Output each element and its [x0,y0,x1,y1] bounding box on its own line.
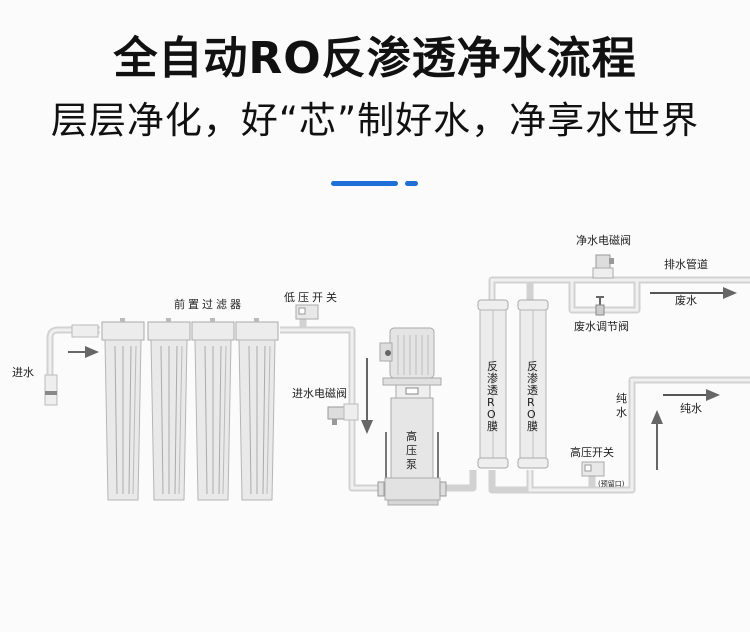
label-waste-water-regulating-valve: 废水调节阀 [574,319,629,333]
label-pure-water: 纯水 [680,402,702,415]
pure-water-solenoid-valve [592,254,614,279]
prefilter-housing [101,318,145,501]
label-high-pressure-switch: 高压开关 [570,445,614,459]
label-waste-water: 废水 [675,293,697,307]
pure-water-pipe [526,376,750,494]
label-inlet: 进水 [12,366,34,379]
label-char: 压 [406,444,417,457]
label-char: 透 [487,384,498,397]
label-char: R [487,396,495,409]
decorative-divider-long [331,181,398,186]
inlet-solenoid-valve [327,403,359,425]
page-subtitle: 层层净化，好“芯”制好水，净享水世界 [50,99,700,142]
prefilter-housings [101,318,279,501]
label-reserved-port: (预留口) [598,479,625,488]
label-inlet-solenoid-valve: 进水电磁阀 [292,386,347,400]
label-char: 反 [527,360,538,373]
prefilter-housing [147,318,191,501]
label-high-pressure-pump: 高压泵 [406,429,417,471]
label-char: 水 [616,406,627,419]
high-pressure-pump [377,327,447,506]
label-prefilter: 前置过滤器 [174,297,244,311]
low-pressure-switch [295,304,319,320]
inlet-fitting [44,324,99,406]
high-pressure-switch [581,461,605,477]
membrane-1-bottom-pipe [488,470,530,494]
page-title: 全自动RO反渗透净水流程 [113,33,637,84]
label-char: 膜 [487,420,498,433]
ro-membrane-1 [477,299,509,469]
label-char: 反 [487,360,498,373]
decorative-divider-short [405,181,418,186]
ro-membrane-2 [517,299,549,469]
label-char: O [487,408,496,421]
label-char: 高 [406,429,417,443]
label-char: 泵 [406,458,417,471]
label-pure-water-vertical: 纯水 [616,392,627,419]
label-char: O [527,408,536,421]
label-low-pressure-switch: 低压开关 [284,290,340,304]
label-char: R [527,396,535,409]
pump-to-membrane-pipe [438,470,477,492]
prefilter-housing [191,318,235,501]
label-char: 透 [527,384,538,397]
waste-water-regulating-valve [595,296,605,316]
label-char: 渗 [487,371,498,385]
label-char: 纯 [616,392,627,405]
label-pure-water-solenoid-valve: 净水电磁阀 [576,233,631,247]
label-char: 渗 [527,371,538,385]
label-drain-pipe: 排水管道 [664,257,708,271]
prefilter-housing [235,318,279,501]
label-char: 膜 [527,420,538,433]
